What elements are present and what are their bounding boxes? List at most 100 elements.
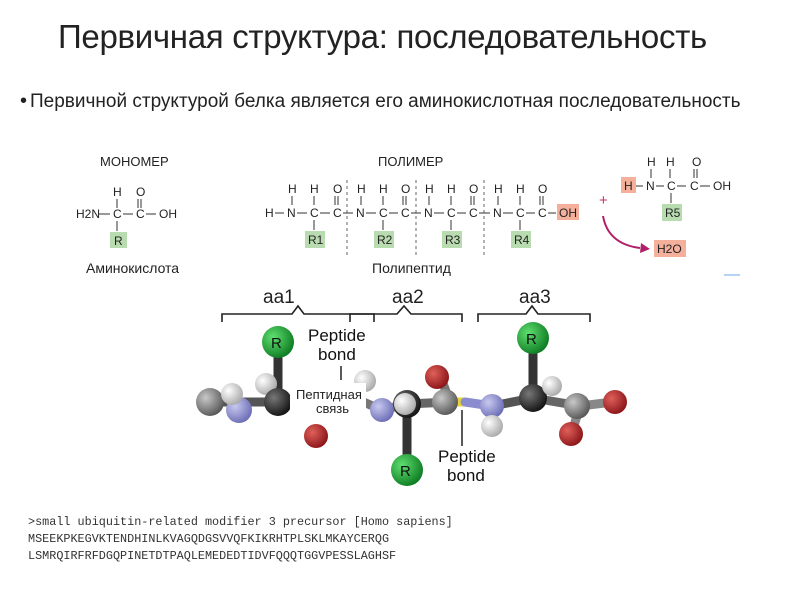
atom-n: N [424,206,433,220]
atom-c: C [516,206,525,220]
side-chain-r1: R1 [308,233,324,247]
atom-o: O [333,182,342,196]
arrow-head-icon [640,243,650,253]
oxygen-sphere [304,424,328,448]
peptide-bond-label-bottom: bond [447,466,485,485]
atom-c: C [667,179,676,193]
atom-c: C [310,206,319,220]
hydrogen-sphere [542,376,562,396]
r-group-sphere [262,326,294,358]
atom-n: N [356,206,365,220]
atom-c: C [113,207,122,221]
atom-h: H [113,185,122,199]
atom-n: N [646,179,655,193]
sequence-line: LSMRQIRFRFDGQPINETDTPAQLEMEDEDTIDVFQQQTG… [28,549,397,563]
atom-h: H [494,182,503,196]
water-label: H2O [657,242,682,256]
atom-h: H [288,182,297,196]
monomer-header: МОНОМЕР [100,154,169,169]
atom-h: H [310,182,319,196]
side-chain-r4: R4 [514,233,530,247]
atom-h: H [265,206,274,220]
r-group-sphere [391,454,423,486]
hydrogen-sphere [394,393,416,415]
atom-c: C [538,206,547,220]
sequence-header: >small ubiquitin-related modifier 3 prec… [28,515,453,529]
atom-o: O [538,182,547,196]
atom-c: C [136,207,145,221]
condensation-reaction: H O H H N C C OH R5 + H2O [599,155,740,276]
monomer-structure: МОНОМЕР H O H2N C C OH R Аминокислота [76,154,179,276]
peptide-bond-label-bottom: Peptide [438,447,496,466]
atom-n: N [493,206,502,220]
r-group-box [305,231,325,248]
atom-sphere [196,388,224,416]
atom-c: C [333,206,342,220]
atom-n: N [287,206,296,220]
atom-c: C [401,206,410,220]
bullet-dot: • [20,90,28,112]
r-group-box [374,231,394,248]
atom-h: H [425,182,434,196]
atom-o: O [469,182,478,196]
ball-stick-model: aa1 aa2 aa3 R [196,287,627,486]
atom-o: O [401,182,410,196]
plus-sign: + [599,192,608,209]
carbon-sphere [519,384,547,412]
side-chain-r5: R5 [665,206,681,220]
oh-group-box [557,204,579,220]
atom-o: O [692,155,701,169]
carbon-sphere [564,393,590,419]
atom-h: H [516,182,525,196]
hydrogen-sphere [481,415,503,437]
bracket-aa3 [477,304,591,322]
r-group-sphere [517,322,549,354]
ru-label-box [290,383,366,418]
atom-c: C [447,206,456,220]
bullet-item: •Первичной структурой белка является его… [20,90,741,113]
atom-h: H [647,155,656,169]
bracket-aa2 [349,304,463,322]
oxygen-sphere [425,365,449,389]
carbon-sphere [264,388,292,416]
aa1-label: aa1 [263,287,295,308]
atom-h: H [666,155,675,169]
ru-peptide-label: Пептидная [296,387,362,402]
r-group-box [511,231,531,248]
atom-c: C [690,179,699,193]
nitrogen-sphere [370,398,394,422]
nitrogen-sphere [480,394,504,418]
aa2-label: aa2 [392,287,424,308]
oxygen-sphere [559,422,583,446]
r-label: R [271,335,282,352]
group-oh: OH [159,207,177,221]
polymer-structure: ПОЛИМЕР H H O H H O H H O H H O H N [265,154,579,276]
side-chain-r2: R2 [377,233,393,247]
group-oh: OH [713,179,731,193]
r-label: R [400,463,411,480]
peptide-bond-label-top: bond [318,345,356,364]
r-group-box [110,232,127,248]
sequence-line: MSEEKPKEGVKTENDHINLKVAGQDGSVVQFKIKRHTPLS… [28,532,390,546]
atom-h: H [447,182,456,196]
aa3-label: aa3 [519,287,551,308]
h-atom-box [621,177,636,193]
r-label: R [526,331,537,348]
monomer-caption: Аминокислота [86,260,179,276]
hydrogen-sphere [255,373,277,395]
atom-h: H [624,179,633,193]
atom-c: C [379,206,388,220]
reaction-arrow [602,215,641,249]
water-box [654,240,686,257]
group-h2n: H2N [76,207,100,221]
ru-peptide-label: связь [316,401,349,416]
hydrogen-sphere [221,383,243,405]
peptide-bond-label-top: Peptide [308,326,366,345]
r-group-box [662,204,682,221]
group-oh: OH [559,206,577,220]
page-title: Первичная структура: последовательность [58,18,707,55]
carbon-sphere [432,389,458,415]
atom-h: H [357,182,366,196]
side-chain-r3: R3 [445,233,461,247]
